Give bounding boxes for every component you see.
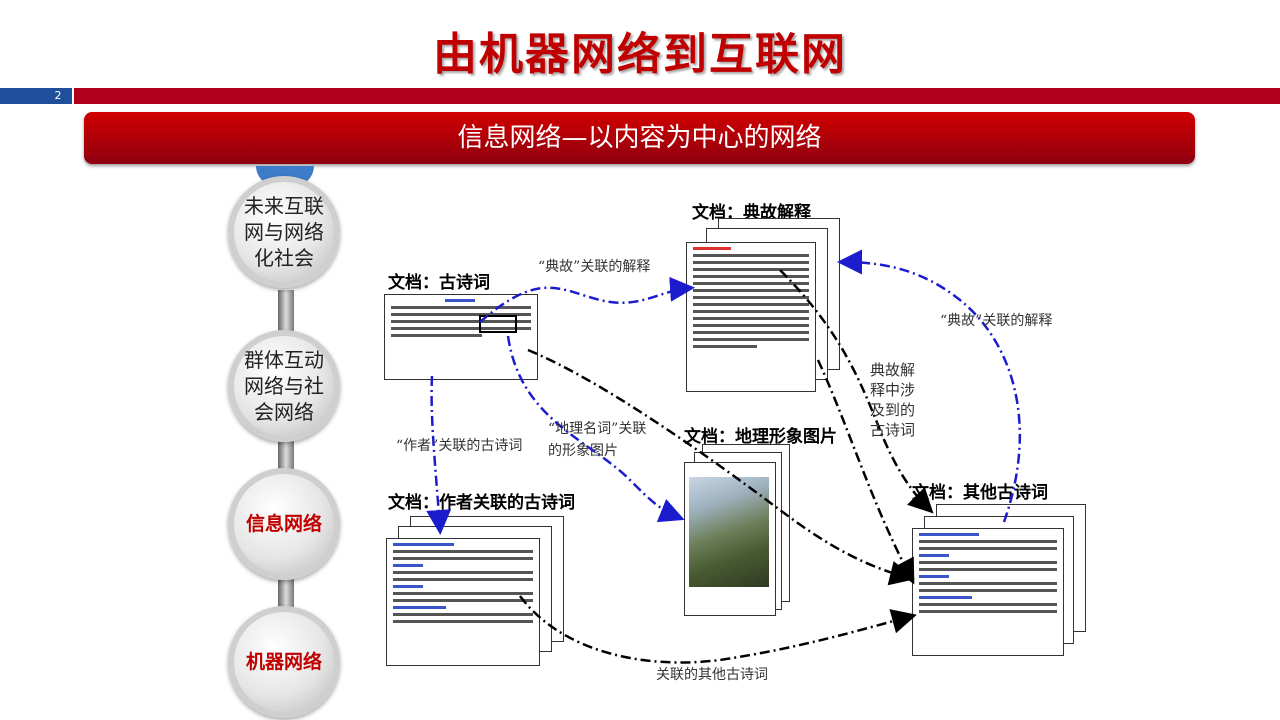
arrow-other-to-allusion: [842, 262, 1020, 522]
label-explain-line: 典故解: [870, 360, 915, 380]
label-author-link: “作者”关联的古诗词: [396, 435, 522, 455]
label-explain-line: 及到的: [870, 400, 915, 420]
arrow-poem-to-allusion: [480, 288, 690, 322]
label-explain-line: 释中涉: [870, 380, 915, 400]
label-allusion-link-1: “典故”关联的解释: [538, 256, 650, 276]
label-explain: 典故解 释中涉 及到的 古诗词: [870, 360, 915, 440]
label-related: 关联的其他古诗词: [656, 664, 768, 684]
label-geo-link-1: “地理名词”关联: [548, 418, 646, 438]
arrow-author-to-other: [520, 596, 912, 662]
label-explain-line: 古诗词: [870, 420, 915, 440]
arrow-poem-to-other: [528, 350, 910, 578]
label-allusion-link-2: “典故”关联的解释: [940, 310, 1052, 330]
label-geo-link-2: 的形象图片: [548, 440, 618, 460]
